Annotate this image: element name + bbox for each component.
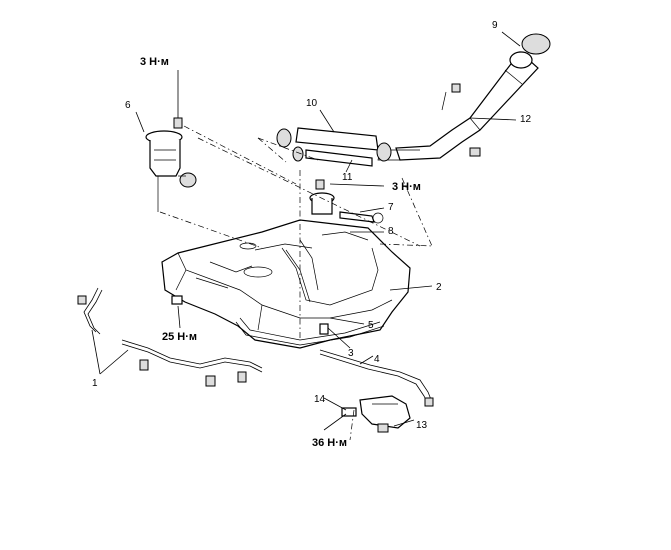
callout-10: 10 <box>306 98 318 109</box>
callout-8: 8 <box>388 226 394 237</box>
callout-3: 3 <box>348 348 354 359</box>
torque-labels: 3 Н·м 3 Н·м 25 Н·м 36 Н·м <box>140 56 421 449</box>
filler-hose <box>276 127 392 162</box>
breather-hose <box>292 146 373 167</box>
filler-neck-pipe <box>377 33 551 161</box>
callout-7: 7 <box>388 202 394 213</box>
drain-valve <box>341 395 411 433</box>
torque-tank-label: 25 Н·м <box>162 331 197 343</box>
pump-bolt <box>173 117 183 129</box>
fuel-gauge-unit <box>309 179 384 224</box>
vapor-line <box>319 349 434 407</box>
callout-11: 11 <box>342 172 353 183</box>
alignment-lines <box>159 125 433 441</box>
torque-drain-label: 36 Н·м <box>312 437 347 449</box>
callout-1: 1 <box>92 378 98 389</box>
torque-gauge-label: 3 Н·м <box>392 181 421 193</box>
fuel-tank <box>161 219 411 349</box>
callout-5: 5 <box>368 320 374 331</box>
callout-12: 12 <box>520 114 532 125</box>
fuel-pump-assembly <box>145 130 197 212</box>
callout-4: 4 <box>374 354 380 365</box>
callout-14: 14 <box>314 394 326 405</box>
leader-lines <box>91 31 521 431</box>
callout-9: 9 <box>492 20 498 31</box>
callout-13: 13 <box>416 420 428 431</box>
torque-pump-label: 3 Н·м <box>140 56 169 68</box>
fuel-lines <box>77 287 263 387</box>
callout-2: 2 <box>436 282 442 293</box>
callout-labels: 9 6 10 12 11 7 8 2 5 3 4 1 14 13 <box>92 20 532 431</box>
callout-6: 6 <box>125 100 131 111</box>
